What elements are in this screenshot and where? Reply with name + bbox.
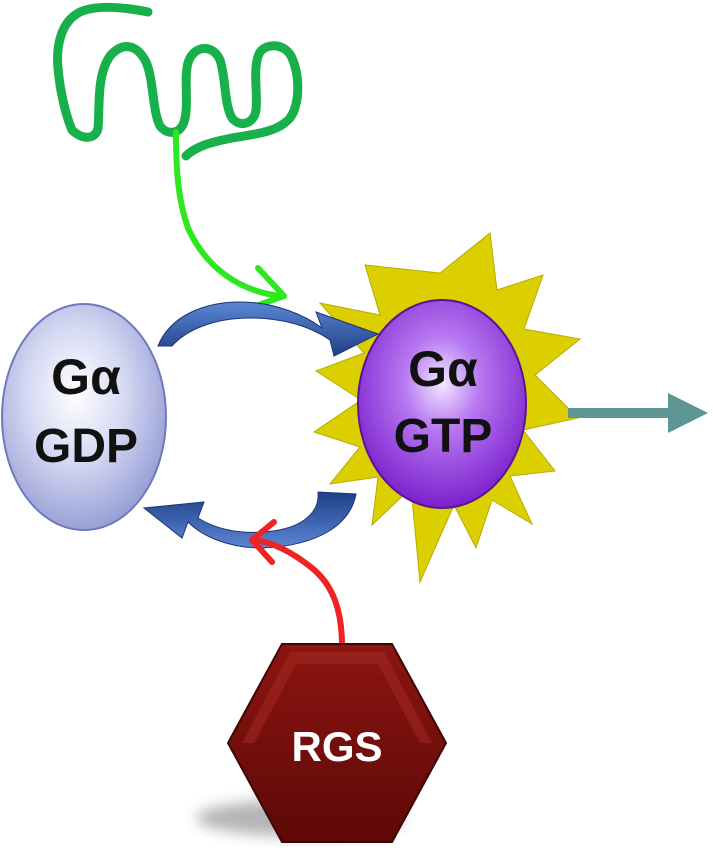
gap-arrowhead <box>249 519 277 565</box>
rgs-label: RGS <box>291 723 382 770</box>
g-alpha-gtp-label-1: Gα <box>408 341 478 397</box>
g-alpha-gdp-label-1: Gα <box>51 349 121 405</box>
cycle-arrow-activation <box>157 301 380 357</box>
rgs-bevel-highlight <box>242 652 432 743</box>
activation-arrowhead <box>253 265 287 309</box>
gap-arrow <box>251 537 345 649</box>
downstream-signal-arrowhead <box>668 393 708 433</box>
g-alpha-gdp-label-2: GDP <box>34 420 138 473</box>
g-alpha-gtp-node <box>357 299 527 509</box>
g-alpha-gdp-node <box>1 303 167 531</box>
activation-arrow <box>173 129 285 299</box>
cycle-arrow-hydrolysis <box>142 491 357 549</box>
receptor-squiggle <box>53 2 303 161</box>
g-alpha-gtp-label-2: GTP <box>394 410 493 463</box>
rgs-node <box>226 643 448 843</box>
